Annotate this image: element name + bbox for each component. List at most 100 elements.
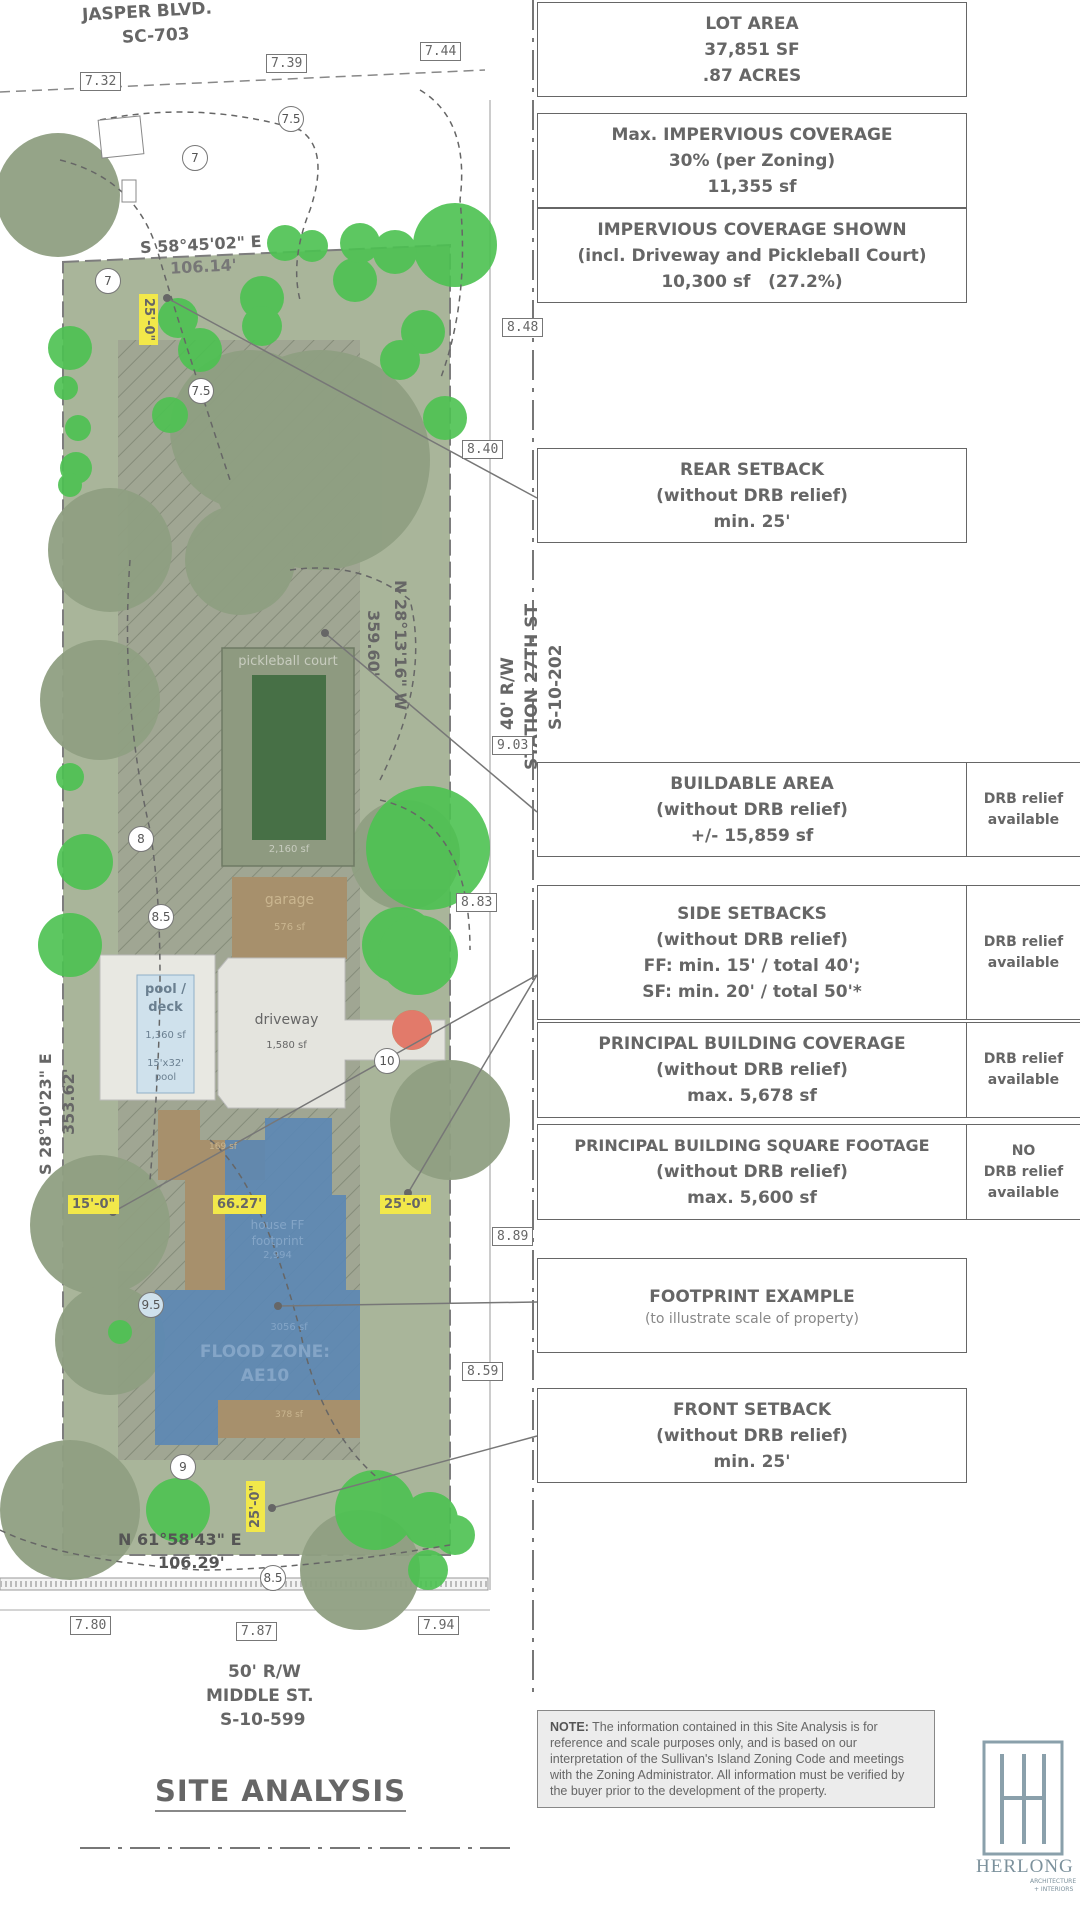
driveway-sf: 1,580 sf [266,1040,307,1051]
rear-setback-value: min. 25' [713,511,791,532]
front-setback-title: FRONT SETBACK [672,1399,832,1420]
relief-line-1: DRB relief [983,933,1064,950]
max-impervious-title: Max. IMPERVIOUS COVERAGE [611,124,893,145]
relief-line-1: NO [1011,1142,1036,1159]
side-setbacks-relief: DRB relief available [966,885,1080,1020]
contour-label: 9 [170,1454,196,1480]
pickleball-court [252,675,326,840]
logo-sub-2: + INTERIORS [1034,1886,1074,1893]
street-bottom-code: S-10-599 [220,1710,306,1730]
elev-tag: 8.40 [462,440,504,459]
buildable-title: BUILDABLE AREA [670,773,834,794]
deck-sf: 378 sf [275,1410,303,1420]
street-bottom-row: 50' R/W [228,1662,301,1682]
footprint-example-box: FOOTPRINT EXAMPLE (to illustrate scale o… [537,1258,967,1353]
impervious-shown-box: IMPERVIOUS COVERAGE SHOWN (incl. Drivewa… [537,208,967,303]
relief-line-2: DRB relief [983,1163,1064,1180]
bearing-right-distance: 359.60' [364,610,383,677]
structure-2 [121,179,137,203]
disclaimer-note: NOTE: The information contained in this … [537,1710,935,1808]
bearing-left-distance: 353.62' [59,1068,78,1135]
elev-tag: 8.89 [492,1227,534,1246]
elev-tag: 8.83 [456,893,498,912]
flood-zone-label: FLOOD ZONE: [199,1342,331,1362]
driveway [217,957,446,1109]
dim-rear-setback: 25'-0" [139,294,158,346]
flood-sf: 3056 sf [270,1322,308,1333]
building-sqft-title: PRINCIPAL BUILDING SQUARE FOOTAGE [574,1136,930,1155]
logo-mark-icon [982,1740,1064,1856]
impervious-shown-value: 10,300 sf (27.2%) [661,271,843,292]
lot-area-title: LOT AREA [705,13,799,34]
front-setback-box: FRONT SETBACK (without DRB relief) min. … [537,1388,967,1483]
dim-front-setback: 25'-0" [246,1480,265,1532]
buildable-value: +/- 15,859 sf [690,825,814,846]
house-label-1: house FF [250,1218,305,1232]
bearing-bottom-distance: 106.29' [158,1553,225,1572]
building-sqft-sub: (without DRB relief) [656,1162,848,1182]
impervious-shown-title: IMPERVIOUS COVERAGE SHOWN [597,219,907,240]
bearing-bottom: N 61°58'43" E [118,1530,242,1549]
contour-lines [0,89,471,1571]
logo-name: HERLONG [976,1856,1074,1877]
elev-tag: 7.39 [266,54,308,73]
lot-area-acres: .87 ACRES [702,65,802,86]
building-sqft-box: PRINCIPAL BUILDING SQUARE FOOTAGE (witho… [537,1124,967,1220]
relief-line-1: DRB relief [983,1051,1064,1067]
building-coverage-title: PRINCIPAL BUILDING COVERAGE [598,1034,906,1054]
contour-label: 8.5 [260,1565,286,1591]
pool-sf: 1,360 sf [145,1030,186,1041]
driveway-label: driveway [254,1012,319,1028]
elev-tag: 7.87 [236,1622,278,1641]
contour-label: 9.5 [138,1292,164,1318]
pool-word: pool [154,1072,177,1083]
relief-line-2: available [987,1072,1060,1088]
pool-title-2: deck [148,1000,183,1015]
dim-side-left: 15'-0" [68,1195,120,1214]
building-coverage-sub: (without DRB relief) [656,1060,848,1080]
max-impervious-sf: 11,355 sf [707,176,797,197]
contour-label: 8.5 [148,904,174,930]
footprint-sub: (to illustrate scale of property) [644,1310,860,1327]
relief-line-2: available [987,811,1060,828]
relief-line-3: available [987,1184,1060,1201]
street-line-top [0,69,486,93]
pool-size: 15'x32' [147,1058,184,1069]
side-setbacks-title: SIDE SETBACKS [677,903,827,924]
garage-label: garage [264,892,315,908]
elev-tag: 7.80 [70,1616,112,1635]
impervious-shown-sub: (incl. Driveway and Pickleball Court) [577,245,927,266]
contour-label: 8 [128,826,154,852]
street-right-code: S-10-202 [546,644,566,731]
note-text: The information contained in this Site A… [550,1720,905,1798]
porch-sf: 169 sf [209,1142,237,1152]
building-coverage-relief: DRB relief available [966,1022,1080,1118]
elev-tag: 7.94 [418,1616,460,1635]
rear-deck [218,1400,360,1438]
buildable-area-box: BUILDABLE AREA (without DRB relief) +/- … [537,762,967,857]
rear-setback-sub: (without DRB relief) [656,485,848,506]
side-setbacks-sub: (without DRB relief) [656,929,848,950]
street-bottom-name: MIDDLE ST. [206,1686,314,1706]
front-setback-value: min. 25' [713,1451,791,1472]
bearing-left: S 28°10'23" E [36,1053,55,1175]
buildable-relief: DRB relief available [966,762,1080,857]
structure-1 [97,115,145,159]
bearing-left-group: S 28°10'23" E 353.62' [36,1053,78,1175]
contour-label: 7.5 [278,106,304,132]
elev-tag: 9.03 [492,736,534,755]
elev-tag: 8.59 [462,1362,504,1381]
footprint-title: FOOTPRINT EXAMPLE [649,1286,855,1307]
building-sqft-relief: NO DRB relief available [966,1124,1080,1220]
bearing-right-group: N 28°13'16" W 359.60' [364,580,410,710]
flood-zone-value: AE10 [240,1366,290,1386]
contour-label: 10 [374,1048,400,1074]
contour-label: 7 [95,268,121,294]
dim-side-right: 25'-0" [380,1195,432,1214]
relief-line-1: DRB relief [983,790,1064,807]
trees-small [38,203,497,1590]
pickleball-label: pickleball court [238,654,338,669]
tree-red [392,1010,432,1050]
page-title: SITE ANALYSIS [155,1774,407,1812]
